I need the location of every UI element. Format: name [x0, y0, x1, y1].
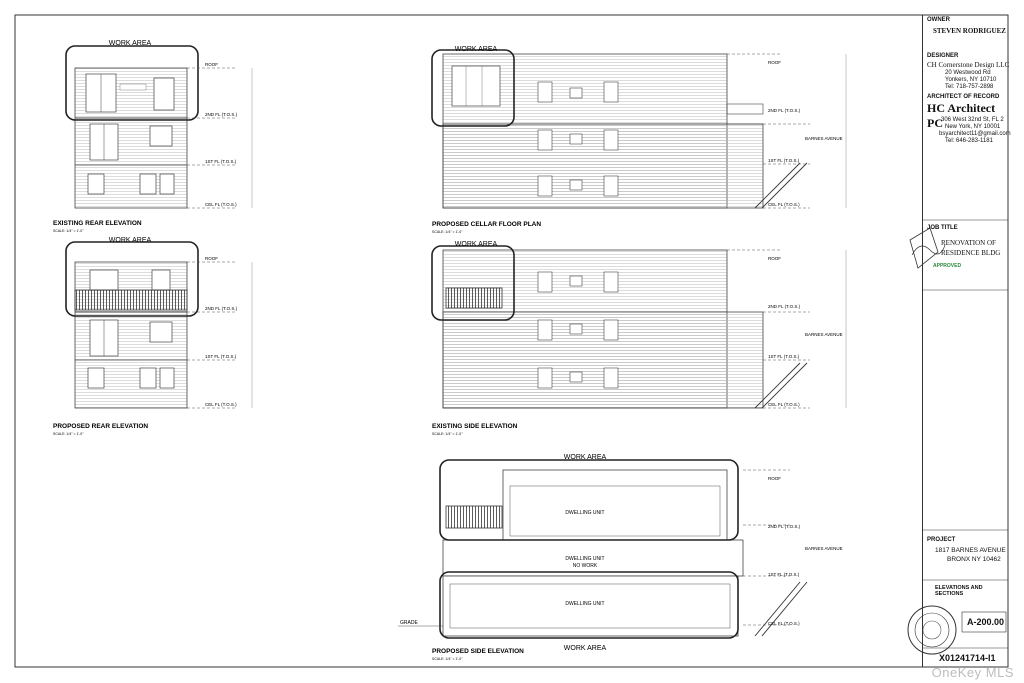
level-cel: CEL FL (T.O.S.) [205, 402, 237, 407]
street-label: BARNES AVENUE [805, 136, 843, 141]
title-block: OWNER STEVEN RODRIGUEZ DESIGNER CH Corne… [922, 15, 1011, 667]
existing-side-elevation: WORK AREA ROOF 2ND FL (T.O.S.) 1ST FL (T… [431, 241, 847, 436]
architect-label: ARCHITECT OF RECORD [927, 94, 1000, 100]
watermark: OneKey MLS [931, 665, 1014, 680]
level-1st: 1ST FL (T.O.S.) [768, 572, 800, 577]
level-cel: CEL FL (T.O.S.) [768, 402, 800, 407]
scale-existing-side: SCALE: 1/4" = 1'-0" [432, 432, 463, 436]
job-title-line-2: RESIDENCE BLDG [941, 249, 1001, 257]
scale-proposed-rear: SCALE: 1/4" = 1'-0" [53, 432, 84, 436]
level-roof: ROOF [205, 256, 218, 261]
sheet-border [14, 14, 1009, 668]
architect-tel: Tel: 646-283-1181 [945, 138, 993, 144]
dwelling-unit-top: DWELLING UNIT [565, 510, 604, 516]
job-title-line-1: RENOVATION OF [941, 239, 996, 247]
title-existing-rear: EXISTING REAR ELEVATION [53, 220, 142, 227]
level-2nd: 2ND FL (T.O.S.) [768, 304, 801, 309]
no-work-label: NO WORK [573, 563, 598, 569]
title-existing-side: EXISTING SIDE ELEVATION [432, 423, 518, 430]
project-address-2: BRONX NY 10462 [947, 556, 1001, 563]
scale-proposed-cellar: SCALE: 1/4" = 1'-0" [432, 230, 463, 234]
level-roof: ROOF [205, 62, 218, 67]
scale-proposed-side: SCALE: 1/4" = 1'-0" [432, 657, 463, 661]
sheet-title: ELEVATIONS AND SECTIONS [935, 585, 983, 597]
work-area-label: WORK AREA [455, 241, 498, 248]
professional-seal [907, 605, 957, 655]
work-area-label: WORK AREA [564, 645, 607, 652]
work-area-label: WORK AREA [109, 237, 152, 244]
designer-address-2: Yonkers, NY 10710 [945, 77, 997, 83]
level-2nd: 2ND FL (T.O.S.) [205, 306, 238, 311]
level-roof: ROOF [768, 476, 781, 481]
title-proposed-cellar: PROPOSED CELLAR FLOOR PLAN [432, 221, 541, 228]
project-address-1: 1817 BARNES AVENUE [935, 547, 1006, 554]
architect-address-1: 306 West 32nd St, FL 2 [941, 117, 1004, 123]
level-2nd: 2ND FL (T.O.S.) [768, 108, 801, 113]
level-1st: 1ST FL (T.O.S.) [205, 354, 237, 359]
level-cel: CEL FL (T.O.S.) [768, 621, 800, 626]
level-1st: 1ST FL (T.O.S.) [205, 159, 237, 164]
proposed-cellar-floor-plan: WORK AREA ROOF 2ND FL (T.O.S.) 1ST FL (T… [431, 46, 847, 234]
architect-email: bsyarchitect11@gmail.com [939, 131, 1011, 137]
work-area-label: WORK AREA [455, 46, 498, 53]
approved-label: APPROVED [933, 263, 962, 269]
title-proposed-side: PROPOSED SIDE ELEVATION [432, 648, 524, 655]
approval-stamp [909, 227, 946, 269]
level-roof: ROOF [768, 256, 781, 261]
job-title-label: JOB TITLE [927, 225, 958, 231]
level-cel: CEL FL (T.O.S.) [205, 202, 237, 207]
owner-label: OWNER [927, 17, 950, 23]
designer-label: DESIGNER [927, 53, 959, 59]
street-label: BARNES AVENUE [805, 332, 843, 337]
job-number: X01241714-I1 [939, 653, 996, 663]
owner-name: STEVEN RODRIGUEZ [933, 27, 1006, 35]
title-proposed-rear: PROPOSED REAR ELEVATION [53, 423, 148, 430]
designer-name: CH Cornerstone Design LLC [927, 61, 1010, 69]
work-area-label: WORK AREA [564, 454, 607, 461]
level-1st: 1ST FL (T.O.S.) [768, 158, 800, 163]
dwelling-unit-bottom: DWELLING UNIT [565, 601, 604, 607]
street-label: BARNES AVENUE [805, 546, 843, 551]
project-label: PROJECT [927, 537, 956, 543]
architect-name: HC Architect PC [927, 101, 996, 130]
scale-existing-rear: SCALE: 1/4" = 1'-0" [53, 229, 84, 233]
level-roof: ROOF [768, 60, 781, 65]
sheet-number: A-200.00 [967, 617, 1005, 627]
architect-address-2: New York, NY 10001 [945, 124, 1001, 130]
dwelling-unit-middle: DWELLING UNIT [565, 556, 604, 562]
grade-label: GRADE [400, 620, 418, 626]
level-cel: CEL FL (T.O.S.) [768, 202, 800, 207]
work-area-label: WORK AREA [109, 40, 152, 47]
designer-address-1: 20 Westwood Rd [945, 70, 991, 76]
existing-rear-elevation: WORK AREA ROOF 2ND FL (T.O.S.) 1ST FL (T… [53, 40, 253, 233]
level-1st: 1ST FL (T.O.S.) [768, 354, 800, 359]
designer-tel: Tel: 718-757-2898 [945, 84, 994, 90]
level-2nd: 2ND FL (T.O.S.) [205, 112, 238, 117]
level-2nd: 2ND FL (T.O.S.) [768, 524, 801, 529]
proposed-side-elevation: DWELLING UNIT DWELLING UNIT NO WORK DWEL… [398, 454, 843, 661]
proposed-rear-elevation: WORK AREA ROOF 2ND FL (T.O.S.) 1ST FL (T… [53, 237, 253, 436]
